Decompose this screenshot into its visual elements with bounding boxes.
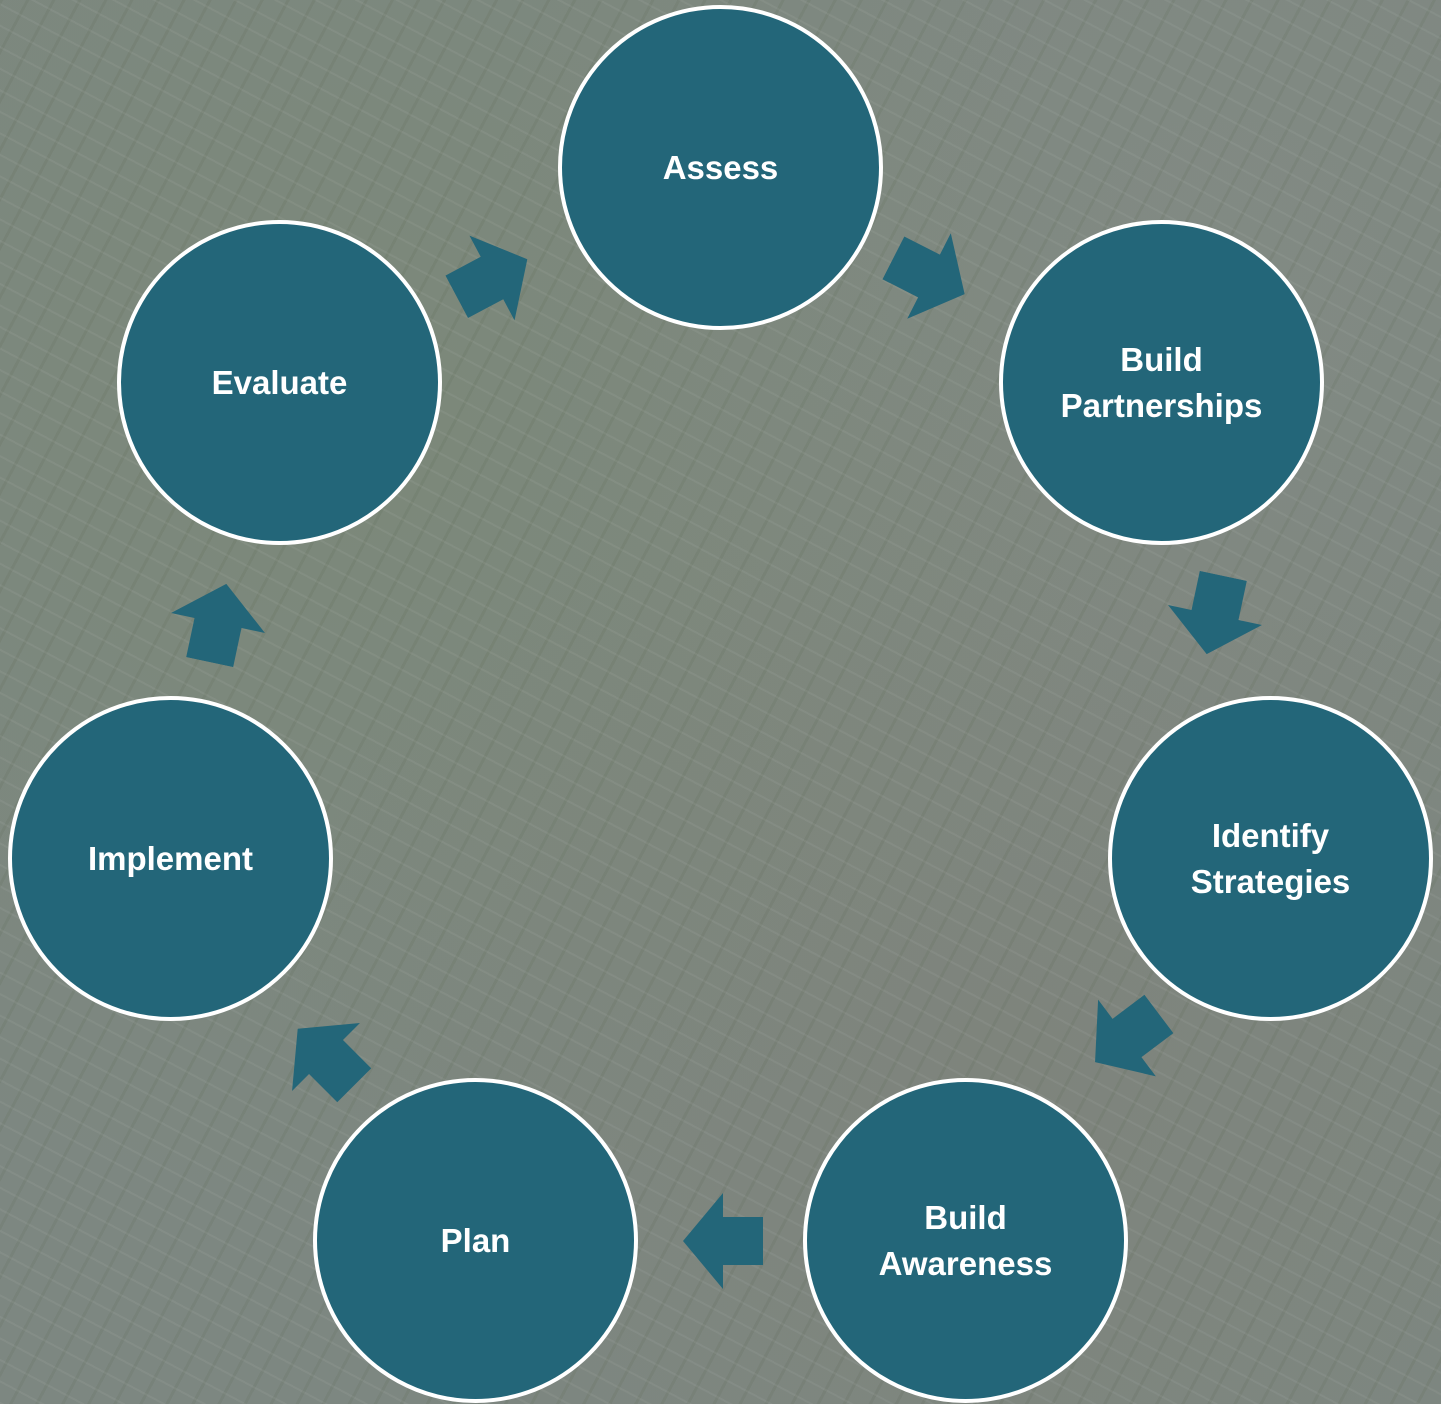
node-label-assess: Assess xyxy=(662,148,779,186)
node-label-identify-strategies: Identify Strategies xyxy=(1190,816,1351,900)
node-label-build-partnerships: Build Partnerships xyxy=(1060,340,1263,424)
block-arrow-icon xyxy=(1095,994,1174,1077)
block-arrow-icon xyxy=(882,233,965,319)
block-arrow-icon xyxy=(292,1023,372,1103)
node-evaluate: Evaluate xyxy=(117,220,442,545)
node-implement: Implement xyxy=(8,696,333,1021)
node-label-build-awareness: Build Awareness xyxy=(878,1198,1053,1282)
node-label-implement: Implement xyxy=(87,839,254,877)
node-build-awareness: Build Awareness xyxy=(803,1078,1128,1403)
node-build-partnerships: Build Partnerships xyxy=(999,220,1324,545)
block-arrow-icon xyxy=(683,1193,763,1289)
node-label-plan: Plan xyxy=(440,1221,511,1259)
node-identify-strategies: Identify Strategies xyxy=(1108,696,1433,1021)
block-arrow-icon xyxy=(171,583,265,668)
block-arrow-icon xyxy=(445,235,528,321)
node-label-evaluate: Evaluate xyxy=(211,363,348,401)
node-plan: Plan xyxy=(313,1078,638,1403)
node-assess: Assess xyxy=(558,5,883,330)
block-arrow-icon xyxy=(1168,570,1262,655)
